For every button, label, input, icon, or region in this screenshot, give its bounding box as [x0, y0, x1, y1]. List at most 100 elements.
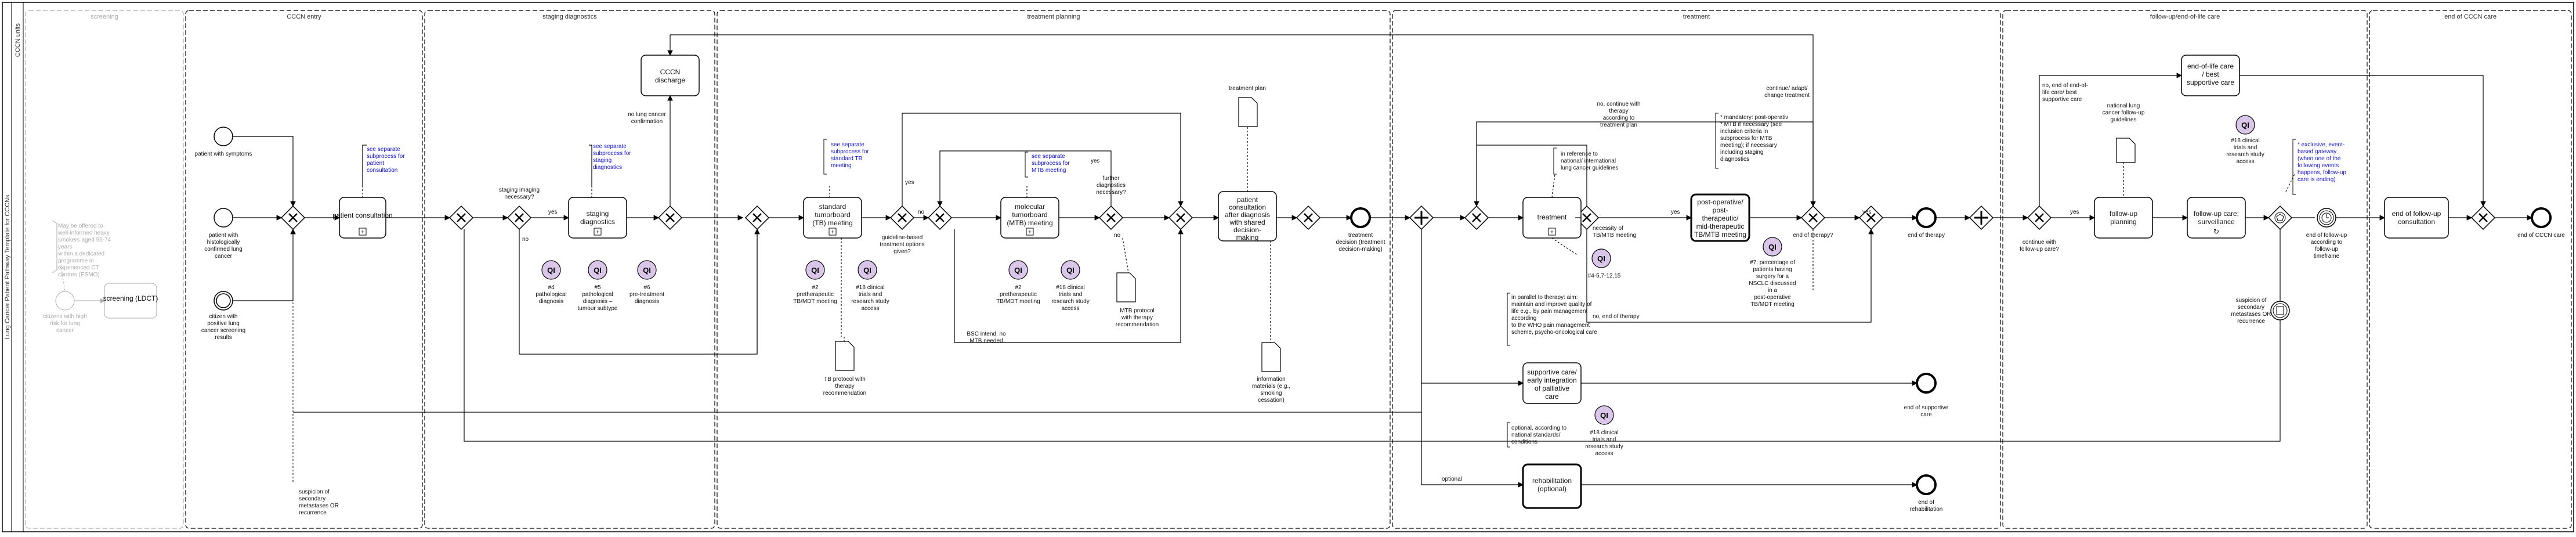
phase-treatment [1392, 10, 2001, 529]
palliative-note: in parallel to therapy: aim:maintain and… [1511, 294, 1597, 336]
optional-label: optional [1442, 476, 1462, 482]
start-event-symptoms [214, 127, 233, 146]
qi-badge-plan-2 [805, 260, 825, 280]
task-rehab-label: rehabilitation(optional) [1532, 477, 1572, 493]
qi-text-eol: QI [2241, 121, 2249, 129]
doc-plan-label: treatment plan [1229, 85, 1266, 92]
further-yes: yes [1091, 158, 1100, 164]
qi-badge-5 [588, 260, 607, 280]
qi-badge-6 [637, 260, 657, 280]
qi-badge-plan-18 [858, 260, 877, 280]
qi-badge-4 [541, 260, 561, 280]
doc-tb-protocol [835, 341, 855, 371]
start-event-screening-positive [214, 291, 233, 311]
end-cccn-label: end of CCCN care [2517, 232, 2565, 239]
lane-title: CCCN units [15, 23, 21, 57]
qi-treatment-label: #4-5,7-12,15 [1588, 273, 1621, 279]
qi-text-supportive: QI [1600, 411, 1608, 420]
phase-end [2369, 10, 2572, 529]
end-event-rehab [1916, 474, 1937, 495]
further-no: no [1114, 232, 1121, 239]
pool-title: Lung Cancer Patient Pathway Template for… [4, 194, 11, 340]
no-end-therapy: no, end of therapy [1593, 313, 1640, 320]
end-therapy-gw-label: end of therapy? [1793, 232, 1833, 239]
start-event-confirmed [214, 208, 233, 228]
svg-text:+: + [1550, 229, 1554, 236]
guideline-no: no [918, 209, 925, 215]
guideline-yes: yes [905, 179, 914, 186]
phase-label-followup: follow-up/end-of-life care [2150, 13, 2220, 20]
end-therapy-label: end of therapy [1908, 232, 1945, 239]
doc-followup-guidelines [2116, 138, 2136, 163]
phase-label-entry: CCCN entry [287, 13, 321, 20]
start-symptoms-label: patient with symptoms [195, 151, 252, 157]
postop-note: * mandatory: post-operativ* MTB if neces… [1720, 114, 1788, 163]
task-treatment-label: treatment [1537, 213, 1567, 221]
phase-label-screening: screening [91, 13, 118, 20]
doc-mtb-protocol [1116, 272, 1136, 302]
subprocess-marker [359, 228, 367, 236]
staging-no: no [522, 236, 529, 243]
signal-event-recurrence [2270, 301, 2290, 320]
task-post-tb-label: post-operative/post-therapeutic/mid-ther… [1694, 198, 1746, 239]
qi-badge-eol [2235, 115, 2255, 135]
note-event-gateway: * exclusive, event-based gateway(when on… [2298, 142, 2346, 183]
qi-badge-supportive [1594, 405, 1614, 425]
svg-text:+: + [1028, 229, 1032, 236]
end-event-cccn [2531, 207, 2552, 228]
qi-badge-postop [1763, 237, 1782, 257]
qi-text-5: QI [594, 266, 602, 275]
staging-yes: yes [548, 209, 558, 215]
qi-text-postop: QI [1768, 243, 1777, 251]
end-event-therapy [1916, 207, 1937, 228]
qi-badge-plan-18b [1061, 260, 1080, 280]
phase-planning [717, 10, 1391, 529]
qi-text-plan-2b: QI [1014, 266, 1022, 275]
task-screening-label: screening (LDCT) [103, 294, 158, 302]
qi-text-plan-18b: QI [1066, 266, 1074, 275]
gateway-event-based [2267, 205, 2293, 230]
doc-information-materials [1261, 342, 1281, 372]
phase-label-planning: treatment planning [1027, 13, 1080, 20]
phase-staging [424, 10, 715, 529]
